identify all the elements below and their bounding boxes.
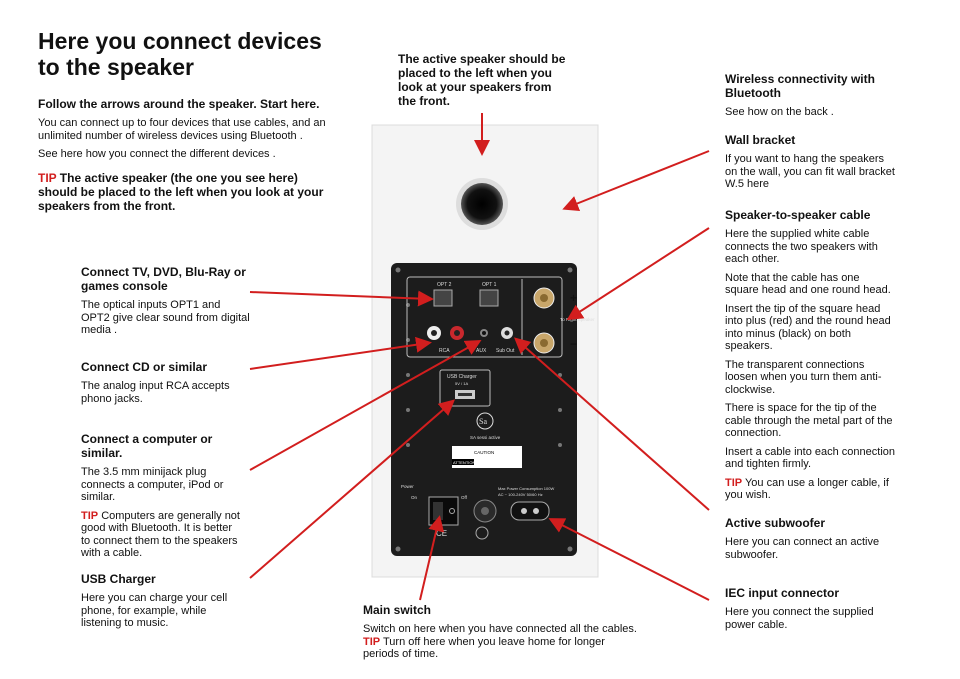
page-title: Here you connect devices to the speaker [38, 28, 322, 80]
cable-para: Insert a cable into each connection and … [725, 445, 896, 471]
iec-text: Here you connect the supplied power cabl… [725, 606, 874, 631]
brand-text: SA sessi active [470, 435, 501, 440]
arrow-wall-bracket [562, 150, 710, 211]
arrow-subwoofer [514, 337, 710, 511]
intro-text-2: See here how you connect the different d… [38, 148, 276, 160]
plus-sign: + [570, 291, 577, 305]
tip-label: TIP [725, 476, 743, 489]
tip-label: TIP [81, 509, 99, 522]
cable-para: There is space for the tip of the cable … [725, 402, 893, 439]
cable-block: Speaker-to-speaker cable Here the suppli… [725, 208, 895, 502]
cable-para: Note that the cable has one square head … [725, 271, 891, 297]
opt1-label: OPT 1 [482, 282, 497, 288]
arrow-rca [249, 336, 432, 370]
tip-text: Turn off here when you leave home for lo… [363, 635, 605, 661]
arrow-switch [419, 515, 445, 601]
panel-screws [395, 267, 573, 552]
usb-block: USB Charger Here you can charge your cel… [81, 572, 246, 630]
opt1-input[interactable] [479, 289, 499, 307]
to-right-label: To Right Speaker [560, 317, 595, 322]
wireless-text: See how on the back . [725, 106, 834, 118]
opt2-label: OPT 2 [437, 282, 452, 288]
wireless-heading: Wireless connectivity with Bluetooth [725, 72, 875, 100]
cd-heading: Connect CD or similar [81, 360, 208, 374]
arrows [249, 113, 710, 601]
usb-rating: 5V / 1A [455, 381, 468, 386]
switch-heading: Main switch [363, 603, 432, 617]
arrow-usb [249, 399, 456, 579]
ce-mark: CE [436, 529, 447, 538]
cable-para: Here the supplied white cable connects t… [725, 228, 878, 265]
sub-block: Active subwoofer Here you can connect an… [725, 516, 895, 561]
switch-block: Main switch Switch on here when you have… [363, 603, 638, 661]
iec-connector[interactable] [510, 501, 550, 521]
subout-label: Sub Out [496, 348, 515, 354]
wall-block: Wall bracket If you want to hang the spe… [725, 133, 895, 191]
top-note: The active speaker should be placed to t… [398, 52, 566, 108]
rca-label: RCA [439, 348, 450, 354]
intro-heading: Follow the arrows around the speaker. St… [38, 97, 320, 111]
switch-text: Switch on here when you have connected a… [363, 623, 638, 661]
computer-tip: TIP Computers are generally not good wit… [81, 510, 241, 560]
arrow-iec [548, 518, 710, 601]
iec-block: IEC input connector Here you connect the… [725, 586, 895, 631]
brand-logo [476, 412, 494, 430]
iec-heading: IEC input connector [725, 586, 839, 600]
tip-label: TIP [363, 635, 381, 648]
bass-port [461, 183, 503, 225]
tv-text: The optical inputs OPT1 and OPT2 give cl… [81, 299, 250, 336]
aux-label: AUX [476, 348, 487, 354]
tv-heading: Connect TV, DVD, Blu-Ray or games consol… [81, 265, 246, 293]
tip-text: Computers are generally not good with Bl… [81, 509, 240, 560]
intro-tip: TIP The active speaker (the one you see … [38, 171, 338, 213]
usb-text: Here you can charge your cell phone, for… [81, 592, 228, 629]
wall-text: If you want to hang the speakers on the … [725, 153, 895, 190]
recycle-icon [475, 526, 489, 540]
intro-text: You can connect up to four devices that … [38, 117, 326, 142]
input-section [406, 276, 563, 358]
tv-block: Connect TV, DVD, Blu-Ray or games consol… [81, 265, 251, 337]
power-spec-1: Max Power Consumption 100W [498, 486, 554, 491]
attention-text: ATTENTION [453, 460, 475, 465]
cable-para: Insert the tip of the square head into p… [725, 302, 891, 353]
cd-block: Connect CD or similar The analog input R… [81, 360, 251, 405]
sub-heading: Active subwoofer [725, 516, 826, 530]
power-spec-2: AC ~ 100-240V 50/60 Hz [498, 492, 543, 497]
tip-text: You can use a longer cable, if you wish. [725, 476, 889, 502]
computer-heading: Connect a computer or similar. [81, 432, 213, 460]
computer-block: Connect a computer or similar. The 3.5 m… [81, 432, 241, 560]
on-label: On [411, 495, 418, 500]
tip-label: TIP [38, 170, 57, 185]
switch-text-main: Switch on here when you have connected a… [363, 623, 637, 635]
wireless-block: Wireless connectivity with Bluetooth See… [725, 72, 900, 119]
usb-section [439, 369, 491, 407]
arrow-optical [249, 290, 434, 307]
usb-heading: USB Charger [81, 572, 156, 586]
caution-text: CAUTION [474, 450, 494, 455]
off-label: Off [461, 495, 468, 500]
cable-tip: TIP You can use a longer cable, if you w… [725, 477, 895, 502]
computer-text: The 3.5 mm minijack plug connects a comp… [81, 466, 224, 503]
power-label: Power [401, 484, 414, 489]
arrow-aux [249, 340, 482, 471]
cable-heading: Speaker-to-speaker cable [725, 208, 871, 222]
usb-panel-label: USB Charger [447, 374, 477, 380]
wall-heading: Wall bracket [725, 133, 796, 147]
logo-text: Sa [479, 417, 487, 426]
opt2-input[interactable] [433, 289, 453, 307]
intro-block: Follow the arrows around the speaker. St… [38, 97, 338, 213]
sub-text: Here you can connect an active subwoofer… [725, 536, 880, 561]
arrow-speaker-cable [566, 227, 710, 321]
cd-text: The analog input RCA accepts phono jacks… [81, 380, 230, 405]
cable-para: The transparent connections loosen when … [725, 358, 882, 396]
tip-text: The active speaker (the one you see here… [38, 170, 324, 213]
minus-sign: − [570, 337, 577, 351]
